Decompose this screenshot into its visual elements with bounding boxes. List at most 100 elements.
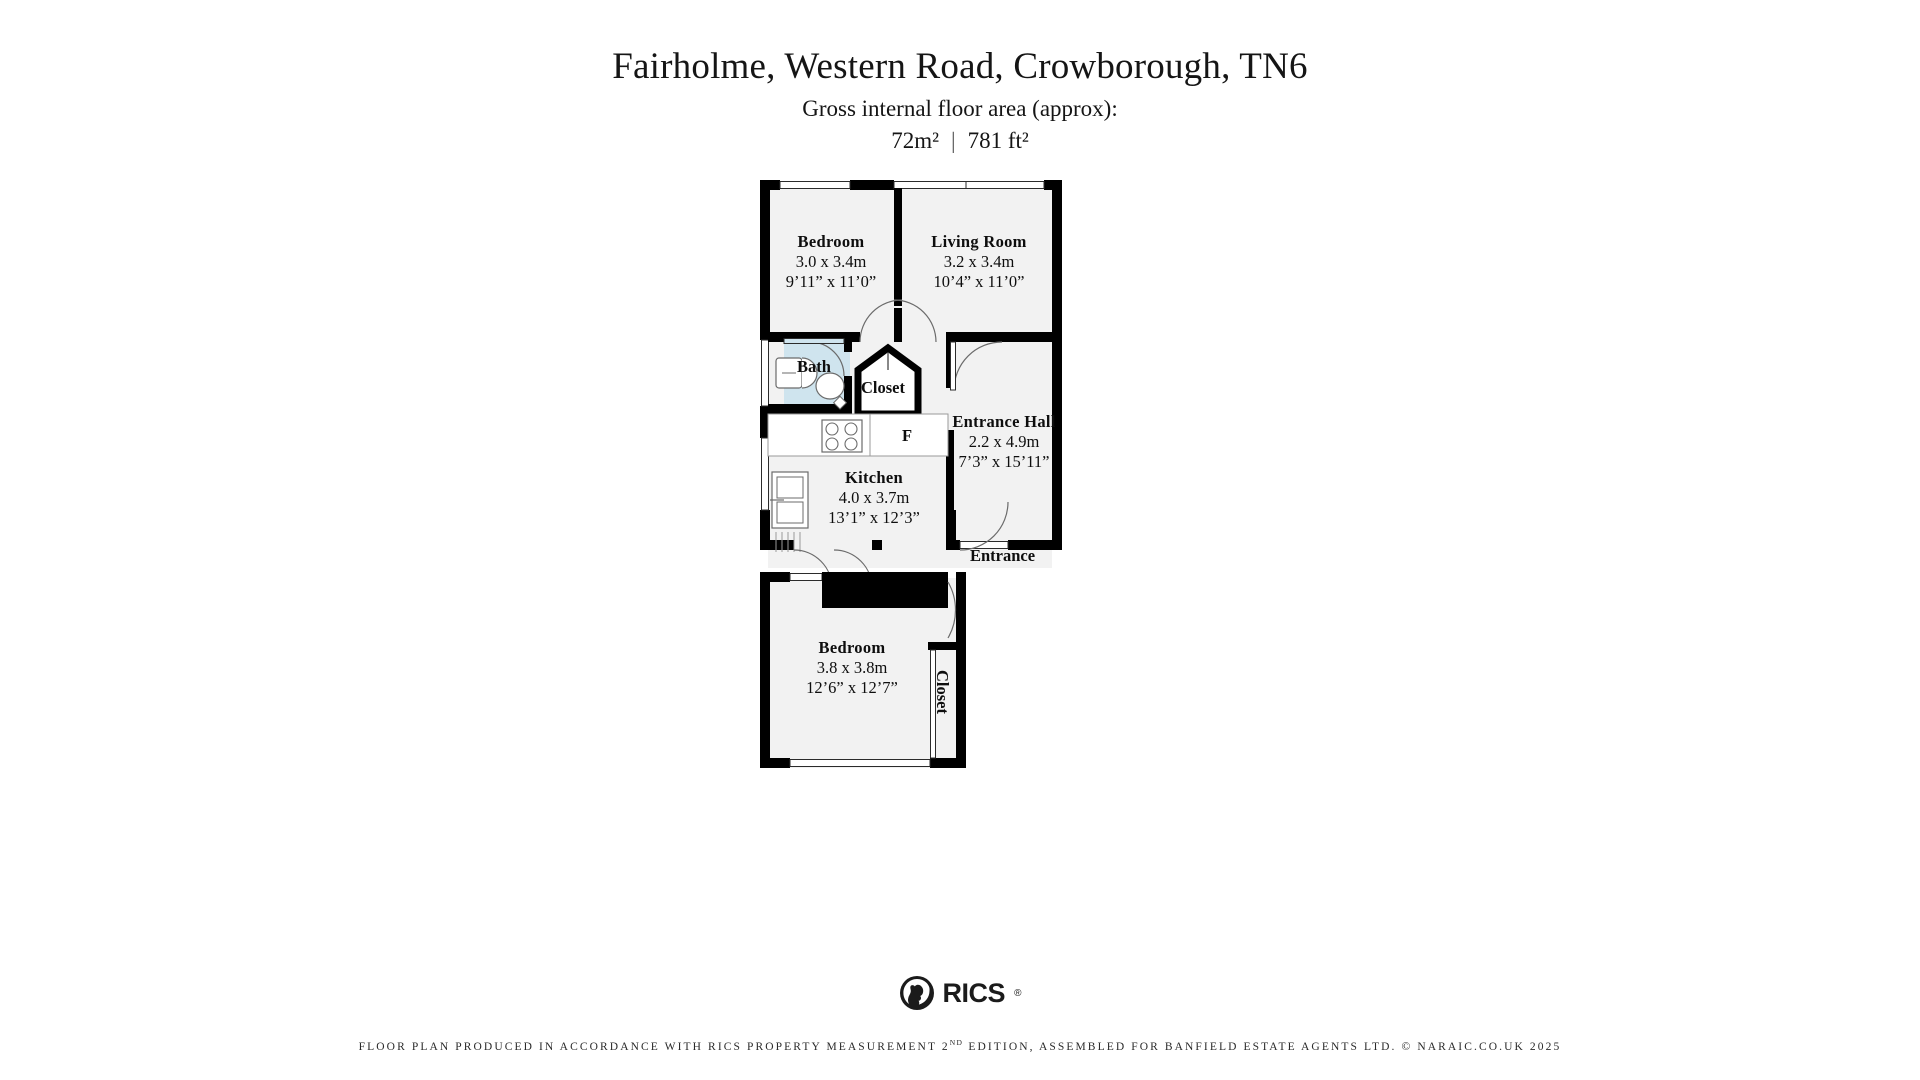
floor-plan-svg <box>760 180 1062 768</box>
floor-plan-drawing: Bedroom 3.0 x 3.4m 9’11” x 11’0” Living … <box>760 180 1180 800</box>
room-dim-metric: 4.0 x 3.7m <box>838 488 910 507</box>
hob-ring-3 <box>825 437 839 451</box>
footer-disclaimer: FLOOR PLAN PRODUCED IN ACCORDANCE WITH R… <box>0 1038 1920 1053</box>
room-name: Entrance Hall <box>952 412 1056 431</box>
entrance-hall-floor <box>946 330 1052 550</box>
door-leaf-hall-top <box>950 341 956 391</box>
room-dim-imperial: 13’1” x 12’3” <box>828 508 920 527</box>
hob-ring-4 <box>844 437 858 451</box>
wall-bath-right-top <box>844 342 852 352</box>
window-lower-top <box>789 573 823 581</box>
sink-bowl-1 <box>776 476 804 499</box>
room-name: Living Room <box>931 232 1027 251</box>
wall-lower-bottom-left <box>760 758 790 768</box>
room-dim-imperial: 12’6” x 12’7” <box>806 678 898 697</box>
door-swing-lower-bedroom <box>947 581 957 639</box>
room-label-bedroom-bottom: Bedroom 3.8 x 3.8m 12’6” x 12’7” <box>776 638 928 698</box>
wall-entrance-left-jamb <box>946 510 956 550</box>
room-label-kitchen: Kitchen 4.0 x 3.7m 13’1” x 12’3” <box>806 468 942 528</box>
hob-ring-1 <box>825 422 839 436</box>
rics-lion-eye <box>918 988 922 991</box>
hob-ring-2 <box>844 422 858 436</box>
room-name: Bedroom <box>797 232 865 251</box>
drainer-lines <box>775 532 801 552</box>
wall-bedroom-living-divider <box>894 188 902 306</box>
rics-lion-silhouette <box>902 979 930 1005</box>
kitchen-fixtures <box>767 413 949 589</box>
toilet-icon <box>815 372 845 400</box>
rics-wordmark: RICS <box>942 977 1006 1008</box>
wall-kitchen-bottom-pier <box>872 540 882 550</box>
lower-bedroom-floor <box>768 578 958 768</box>
door-swing-living-room <box>893 299 937 343</box>
door-swing-entrance <box>959 501 1009 551</box>
wall-bath-top <box>768 332 860 342</box>
wall-bath-bottom <box>768 404 852 414</box>
doors-upper <box>859 299 1003 391</box>
window-bedroom-top <box>779 181 851 189</box>
rics-registered-mark: ® <box>1014 987 1022 999</box>
footer-ordinal: ND <box>949 1038 964 1047</box>
sink-bowl-2 <box>776 501 804 524</box>
room-label-living-room: Living Room 3.2 x 3.4m 10’4” x 11’0” <box>906 232 1052 292</box>
rics-lion-icon <box>899 976 934 1010</box>
wall-top-mid-pier <box>850 180 894 190</box>
room-dim-imperial: 10’4” x 11’0” <box>933 272 1025 291</box>
label-bath: Bath <box>797 357 831 376</box>
label-entrance: Entrance <box>970 546 1036 565</box>
wall-right-living-room <box>1052 180 1062 340</box>
area-metric: 72m² <box>891 128 939 153</box>
page-title: Fairholme, Western Road, Crowborough, TN… <box>612 46 1308 87</box>
label-closet-lower: Closet <box>933 670 952 714</box>
wall-left-upper <box>760 180 770 340</box>
room-dim-metric: 2.2 x 4.9m <box>968 432 1040 451</box>
rics-logo: RICS ® <box>0 975 1920 1011</box>
wall-lower-top-left <box>760 572 790 582</box>
room-label-entrance-hall: Entrance Hall 2.2 x 4.9m 7’3” x 15’11” <box>946 412 1062 472</box>
bathroom-fixtures <box>775 338 848 410</box>
area-separator: | <box>950 128 956 153</box>
room-name: Kitchen <box>844 468 903 487</box>
room-dim-metric: 3.0 x 3.4m <box>795 252 867 271</box>
footer-part-1: FLOOR PLAN PRODUCED IN ACCORDANCE WITH R… <box>358 1040 950 1053</box>
footer-part-2: EDITION, ASSEMBLED FOR BANFIELD ESTATE A… <box>963 1040 1562 1053</box>
lower-bedroom-walls <box>760 572 966 768</box>
label-closet-upper: Closet <box>861 378 905 397</box>
room-name: Bedroom <box>818 638 886 657</box>
wall-living-room-bottom <box>946 332 1054 342</box>
room-dim-imperial: 9’11” x 11’0” <box>785 272 877 291</box>
wall-right-hall <box>1052 330 1062 548</box>
wall-hall-left-lower <box>946 430 954 548</box>
window-bath-left <box>761 339 769 407</box>
wall-left-kitchen-bottom <box>760 510 770 540</box>
wall-hall-bottom-right <box>1008 540 1062 550</box>
window-hall-bottom <box>959 541 1009 549</box>
wc-cistern-icon <box>832 395 848 410</box>
wall-bedroom-living-doorjamb <box>894 308 902 342</box>
area-imperial: 781 ft² <box>967 128 1029 153</box>
entrance-porch <box>946 501 1009 551</box>
wall-left-bath-bottom <box>760 406 770 438</box>
bathtub-basin-icon <box>801 357 818 389</box>
area-values: 72m² | 781 ft² <box>0 126 1920 156</box>
window-lower-bottom <box>789 759 931 767</box>
room-label-bedroom-top: Bedroom 3.0 x 3.4m 9’11” x 11’0” <box>768 232 894 292</box>
closet-lower-door <box>930 649 936 759</box>
room-dim-imperial: 7’3” x 15’11” <box>958 452 1050 471</box>
room-dim-metric: 3.2 x 3.4m <box>943 252 1015 271</box>
room-dim-metric: 3.8 x 3.8m <box>816 658 888 677</box>
wall-lower-right <box>956 572 966 768</box>
wall-lower-left <box>760 572 770 768</box>
area-caption: Gross internal floor area (approx): <box>802 96 1118 121</box>
door-leaf-bath <box>783 338 845 344</box>
wall-kitchen-bottom-left <box>760 540 794 550</box>
wall-bath-right <box>844 376 852 412</box>
plan-header: Fairholme, Western Road, Crowborough, TN… <box>0 44 1920 156</box>
window-kitchen-left <box>761 437 769 511</box>
wall-lower-bottom-right <box>930 758 966 768</box>
window-living-room-a <box>893 181 967 189</box>
wall-lower-top-right <box>822 572 948 582</box>
wall-closet-lower-top <box>928 642 958 650</box>
window-living-room-b <box>965 181 1045 189</box>
